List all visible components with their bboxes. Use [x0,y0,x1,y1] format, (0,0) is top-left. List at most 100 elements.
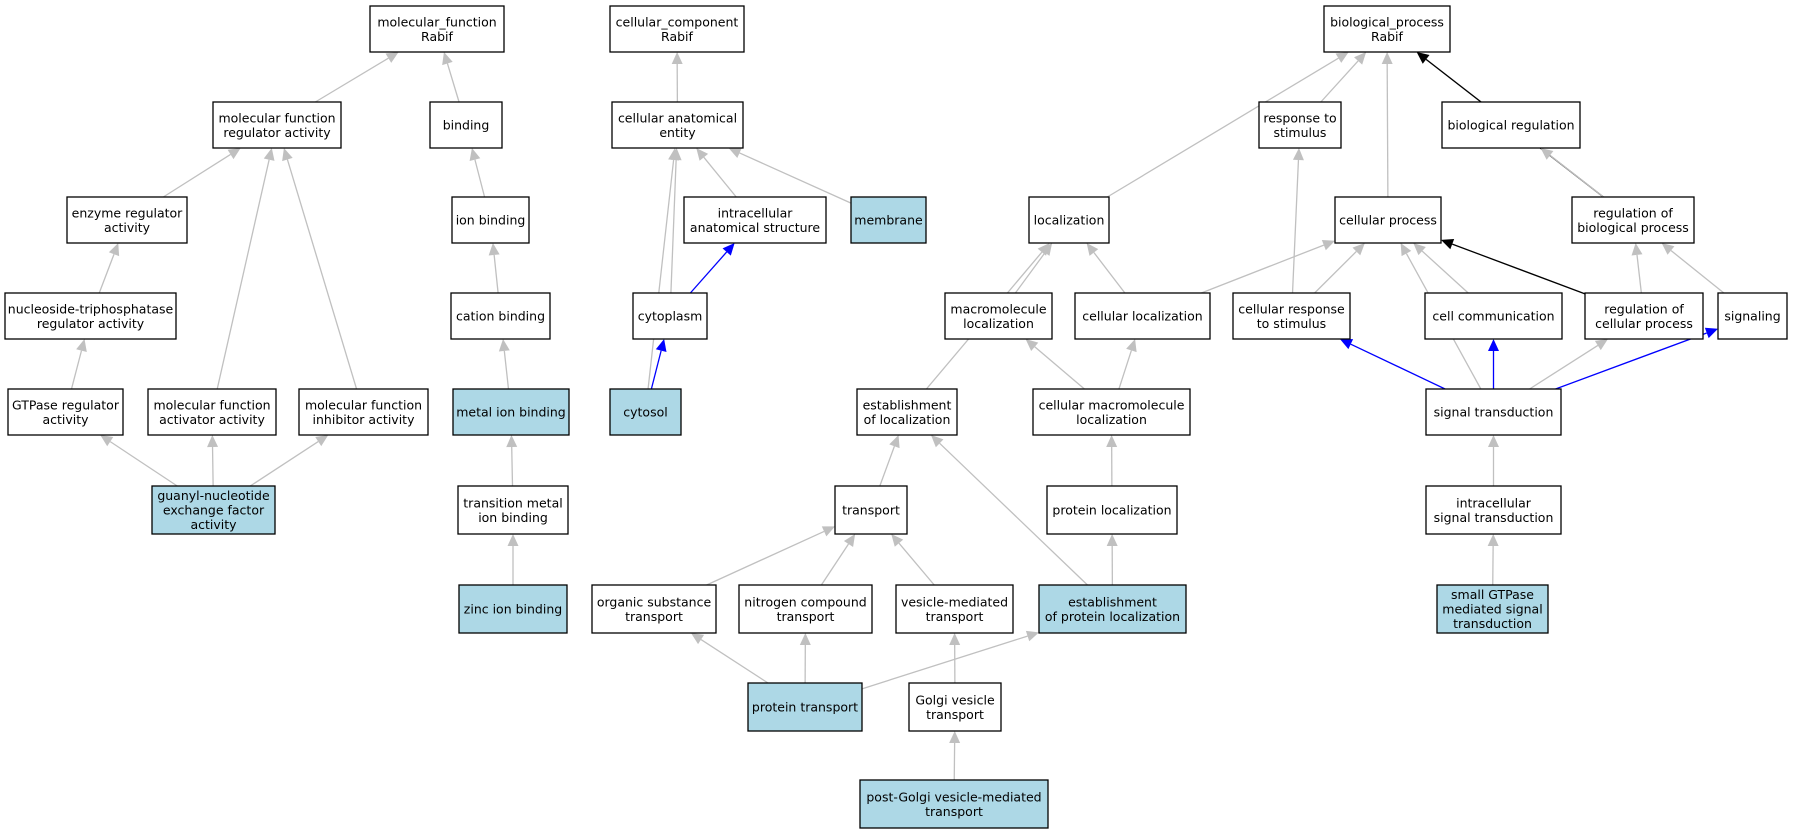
term-node-bio-reg[interactable]: biological regulation [1441,101,1581,149]
edge-line [1034,346,1085,390]
term-node-cell-loc[interactable]: cellular localization [1074,292,1211,340]
edge-arrowhead [1352,243,1365,256]
term-node-cytoplasm[interactable]: cytoplasm [632,292,708,340]
term-node-ion-bind[interactable]: ion binding [451,196,530,244]
edge-arrowhead [469,148,481,161]
term-label-line: membrane [854,213,923,228]
term-box [609,388,682,436]
edge-line [503,350,510,390]
edge-line [511,446,514,487]
edge-arrowhead [385,52,399,63]
term-node-cell-proc[interactable]: cellular process [1334,196,1442,244]
term-box [1032,388,1191,436]
term-box [895,584,1014,634]
term-label-line: cellular anatomical [618,110,737,125]
edge-arrowhead [100,435,114,447]
edge-gnef-to-gtpase_reg [100,435,178,487]
edge-golgi_ves-to-vesicle_trans [949,633,961,684]
term-label-line: small GTPase [1451,587,1534,602]
term-label-line: ion binding [456,213,526,228]
term-label-line: cytosol [623,405,667,420]
edge-arrowhead [207,435,219,448]
term-label-line: intracellular [1456,495,1532,510]
term-box [1232,292,1351,340]
edge-arrowhead [821,526,835,537]
edge-mf_act-to-mf_reg [216,148,275,390]
edge-arrowhead [1086,243,1099,256]
term-node-signaling[interactable]: signaling [1717,292,1788,340]
edge-prot_loc-to-cmm_loc [1106,435,1118,487]
term-label-line: cell communication [1432,309,1554,324]
term-box [611,101,744,149]
edge-arrowhead [507,534,519,546]
edge-prot_trans-to-nitro_trans [799,633,811,684]
term-node-membrane[interactable]: membrane [850,196,927,244]
term-node-sig-trans[interactable]: signal transduction [1425,388,1562,436]
term-node-localization[interactable]: localization [1028,196,1110,244]
edge-arrowhead [227,148,241,160]
term-box [151,485,276,535]
term-box [908,682,1002,732]
edge-transport-to-est_loc [879,435,900,487]
edge-arrowhead [1106,435,1118,448]
edge-arrowhead [1487,534,1499,547]
term-box [1584,292,1704,340]
term-node-cation[interactable]: cation binding [450,292,551,340]
term-node-prot-loc[interactable]: protein localization [1046,485,1178,535]
term-node-metal[interactable]: metal ion binding [452,388,570,436]
term-node-cytosol[interactable]: cytosol [609,388,682,436]
term-box [1323,5,1451,53]
term-label-line: transduction [1453,616,1532,631]
edge-arrowhead [949,731,961,744]
edge-enz_reg-to-mf_reg [162,148,241,198]
term-label-line: mediated signal [1442,602,1542,617]
edge-arrowhead [728,147,742,158]
edge-mf_reg-to-mf_root [314,52,399,103]
edge-arrowhead [315,435,329,447]
edge-line [109,441,178,487]
term-node-cell-comm[interactable]: cell communication [1424,292,1563,340]
term-box [834,485,908,535]
term-node-zinc[interactable]: zinc ion binding [458,584,568,634]
term-label-line: regulator activity [37,316,145,331]
edge-arrowhead [949,633,961,646]
edge-cytosol-to-cae [647,148,680,390]
term-node-binding[interactable]: binding [429,101,503,149]
edge-line [1201,244,1325,294]
term-box [632,292,708,340]
term-node-prot-trans[interactable]: protein transport [747,682,863,732]
term-label-line: response to [1263,110,1336,125]
edge-line [898,542,935,586]
term-label-line: anatomical structure [690,220,820,235]
edge-arrowhead [1381,52,1393,65]
term-node-transport[interactable]: transport [834,485,908,535]
